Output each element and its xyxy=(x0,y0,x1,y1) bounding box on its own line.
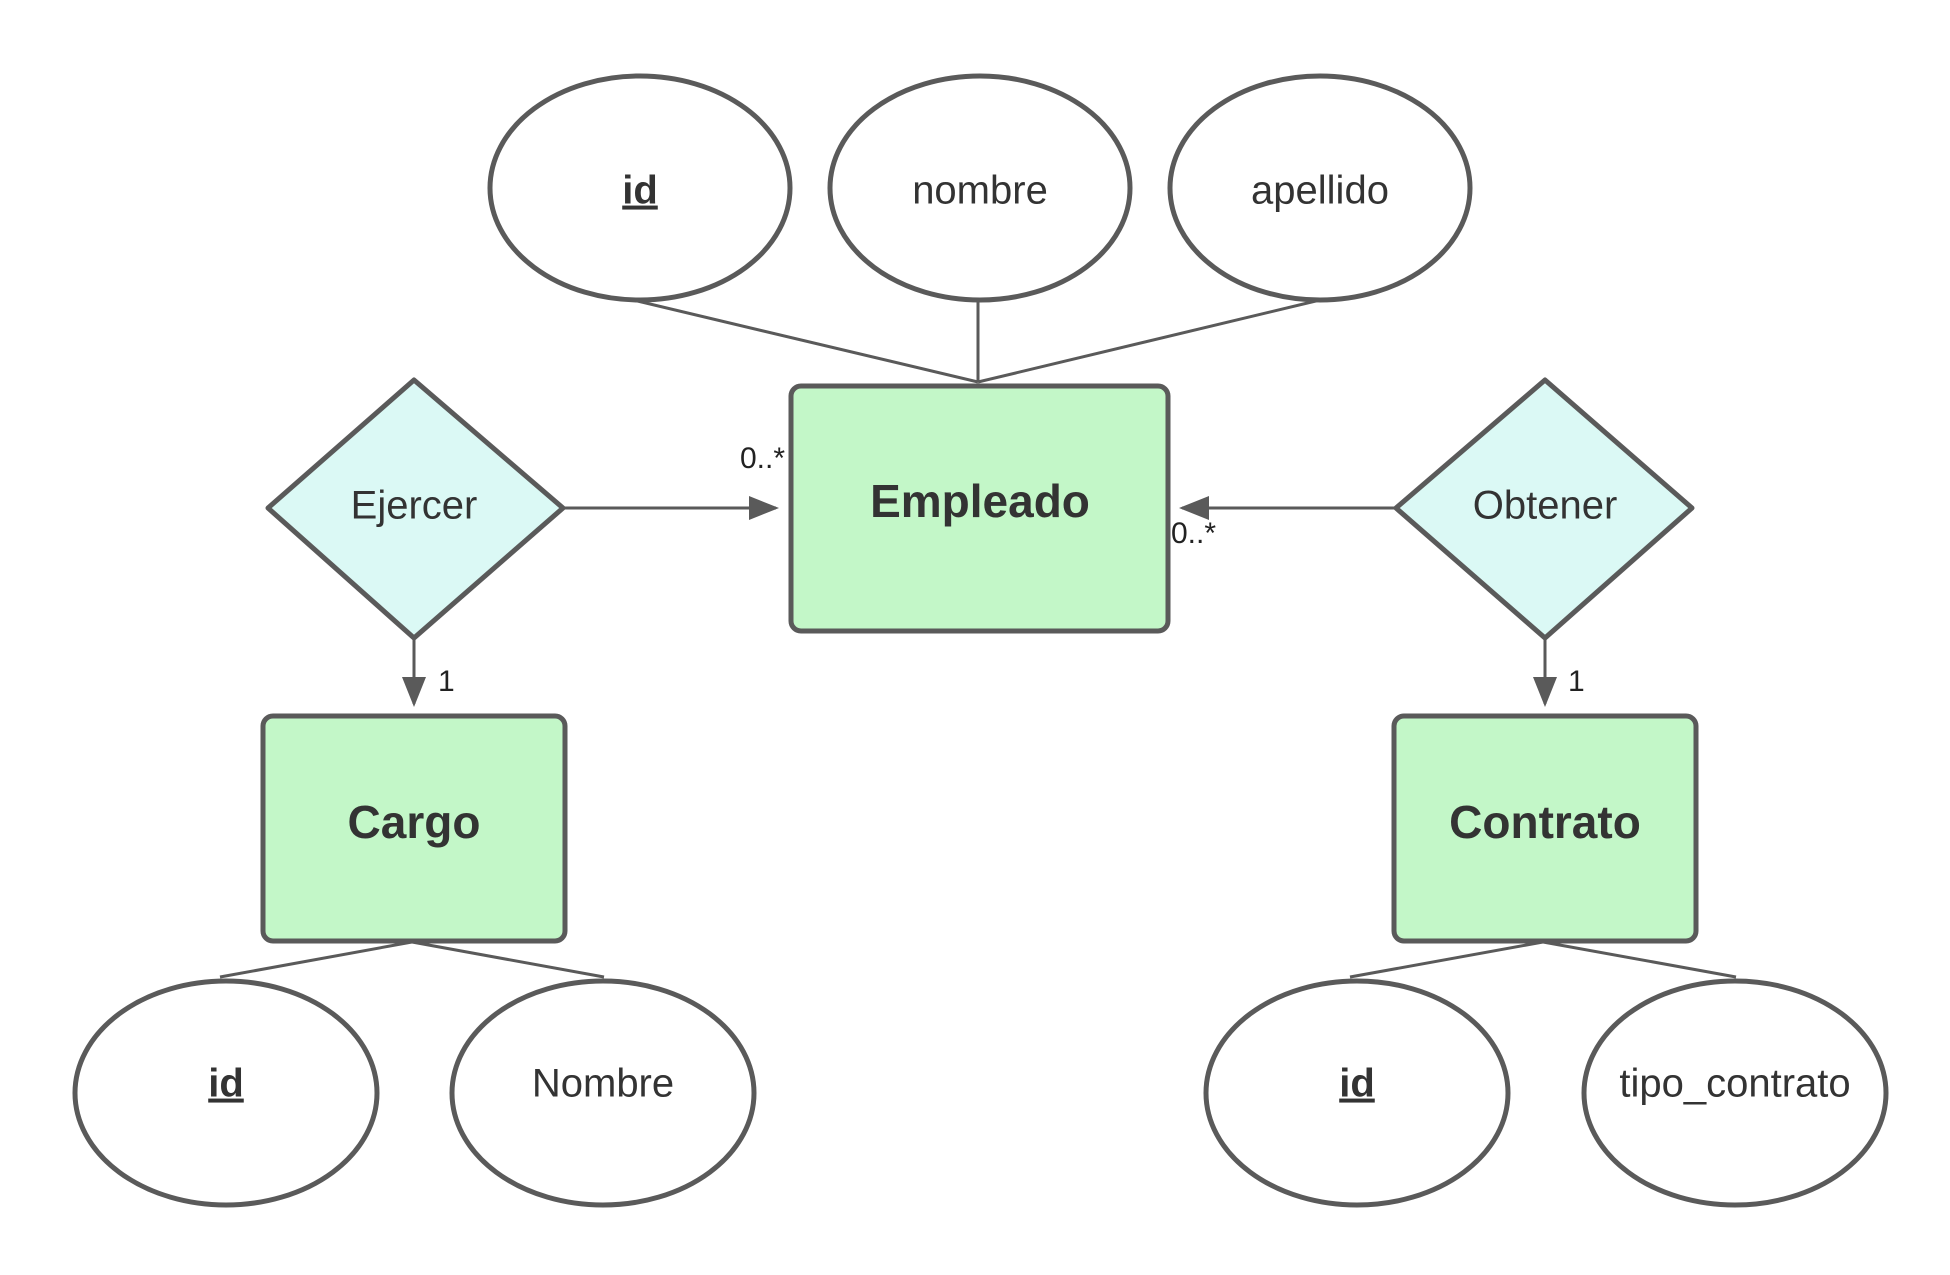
relationship-obtener[interactable]: Obtener xyxy=(1393,377,1695,641)
relationship-obtener-label: Obtener xyxy=(1473,484,1618,528)
connector-cargo-nombre xyxy=(411,940,605,979)
cardinality-obtener-contrato: 1 xyxy=(1568,665,1585,698)
attribute-cargo-nombre[interactable]: Nombre xyxy=(449,978,757,1208)
entity-cargo-label: Cargo xyxy=(348,796,481,848)
attribute-empleado-apellido-label: apellido xyxy=(1251,169,1389,213)
connector-contrato-tipo xyxy=(1542,940,1737,979)
connector-cargo-id xyxy=(219,940,413,979)
relationship-ejercer[interactable]: Ejercer xyxy=(265,377,566,641)
cardinality-ejercer-empleado: 0..* xyxy=(740,442,785,475)
attribute-empleado-apellido[interactable]: apellido xyxy=(1167,73,1473,303)
connector-empleado-id xyxy=(632,298,979,384)
relationship-ejercer-label: Ejercer xyxy=(351,484,478,528)
attribute-cargo-id-label: id xyxy=(208,1062,244,1106)
attribute-empleado-nombre-label: nombre xyxy=(912,169,1048,213)
attribute-contrato-tipo[interactable]: tipo_contrato xyxy=(1581,978,1889,1208)
attribute-empleado-id-label: id xyxy=(622,169,658,213)
attribute-cargo-nombre-label: Nombre xyxy=(532,1062,674,1106)
entity-empleado[interactable]: Empleado xyxy=(788,383,1171,634)
entity-empleado-label: Empleado xyxy=(870,475,1090,527)
attribute-empleado-id[interactable]: id xyxy=(487,73,793,303)
entity-contrato[interactable]: Contrato xyxy=(1391,713,1699,944)
entity-contrato-label: Contrato xyxy=(1449,796,1641,848)
attribute-cargo-id[interactable]: id xyxy=(72,978,380,1208)
entity-cargo[interactable]: Cargo xyxy=(260,713,568,944)
attribute-contrato-id[interactable]: id xyxy=(1203,978,1511,1208)
attribute-empleado-nombre[interactable]: nombre xyxy=(827,73,1133,303)
cardinality-ejercer-cargo: 1 xyxy=(438,665,455,698)
cardinality-obtener-empleado: 0..* xyxy=(1171,517,1216,550)
attribute-contrato-tipo-label: tipo_contrato xyxy=(1619,1062,1850,1106)
connector-contrato-id xyxy=(1349,940,1544,979)
attribute-contrato-id-label: id xyxy=(1339,1062,1375,1106)
connector-empleado-apellido xyxy=(977,298,1321,384)
